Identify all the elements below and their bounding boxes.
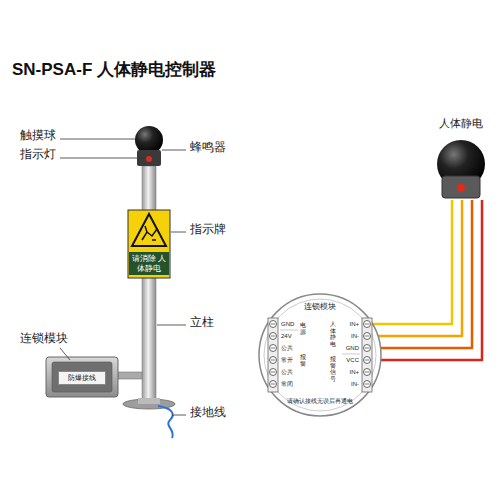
title: SN-PSA-F 人体静电控制器 [12,58,216,81]
module-cover [52,362,112,392]
indicator-light [457,184,465,192]
screw-slot [365,384,369,385]
module-housing [46,357,118,397]
group-name: 报警信号 [330,356,336,382]
screw-slot [365,336,369,337]
group-divider [342,354,360,355]
callout-label: 指示灯 [20,150,56,158]
node-text: 防爆接线 [61,373,103,383]
callout-label: 立柱 [190,318,214,326]
conduit [118,372,142,379]
warning-figure [142,226,157,240]
pole [142,166,156,402]
sign-text-band: 请消除 人体静电 [129,252,169,275]
base-collar [138,398,160,404]
callout-label: 指示牌 [190,225,226,233]
wiring-note: 请确认接线无误后再通电 [262,397,378,405]
terminal-screw [270,345,277,352]
group-name: 报警 [300,354,306,367]
terminal-screw [270,333,277,340]
screw-slot [365,372,369,373]
callout-label: 接地线 [190,408,226,416]
pin-name: IN+ [340,320,359,328]
indicator-light [146,156,152,162]
terminal-block [268,318,278,392]
pin-name: GND [340,344,359,352]
terminal-screw [270,369,277,376]
module-nameplate: 防爆接线 [58,371,106,385]
warning-triangle [132,214,166,246]
module-heading: 连锁模块 [258,301,382,312]
touch-ball [135,126,163,154]
node-text: 请消除 人体静电 [131,254,167,273]
unit-heading: 人体静电 [420,116,500,131]
terminal-screw [364,369,371,376]
terminal-block [362,318,372,392]
terminal-screw [270,321,277,328]
screw-slot [271,360,275,361]
terminal-screw [364,333,371,340]
module-rim [259,294,381,416]
ground-wire [158,406,173,438]
screw-slot [365,360,369,361]
callout-label: 连锁模块 [20,334,68,342]
pin-name: IN- [340,332,359,340]
terminal-name: GND [281,320,294,328]
terminal-screw [270,381,277,388]
terminal-name: 公共 [281,368,293,376]
signal-wire [373,200,452,324]
sign-plate [128,210,170,278]
terminal-screw [364,381,371,388]
terminal-name: 常开 [281,356,293,364]
pin-name: VCC [340,356,359,364]
screw-slot [365,324,369,325]
module-inner-rim [264,299,376,411]
terminal-screw [364,345,371,352]
screw-slot [271,324,275,325]
touch-ball-unit: 人体静电 [430,138,492,200]
callout-label: 蜂鸣器 [190,143,226,151]
screw-slot [271,372,275,373]
housing [442,176,480,198]
callout-label: 触摸球 [20,131,56,139]
signal-wire [381,200,482,360]
group-name: 电源 [300,322,306,335]
pin-name: IN+ [340,368,359,376]
ball-illustration [430,138,492,200]
terminal-screw [270,357,277,364]
terminal-screw [364,321,371,328]
signal-wire [378,200,462,336]
screw-slot [271,336,275,337]
group-name: 人体静电 [330,321,336,347]
pin-name: IN- [340,380,359,388]
screw-slot [365,348,369,349]
terminal-screw [364,357,371,364]
terminal-name: 常闭 [281,380,293,388]
screw-slot [271,348,275,349]
screw-slot [271,384,275,385]
signal-wire [381,200,472,348]
terminal-name: 24V [281,332,292,340]
terminal-name: 公共 [281,344,293,352]
group-divider [280,330,298,331]
